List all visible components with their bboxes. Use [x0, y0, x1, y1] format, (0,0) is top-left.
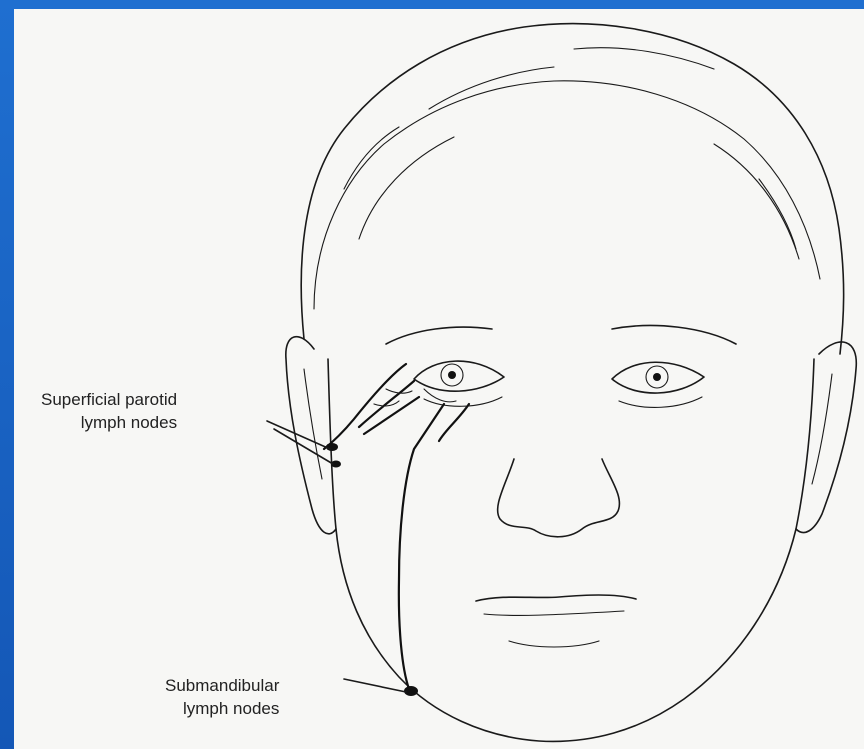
lymph-vessels	[324, 364, 469, 689]
nose	[498, 459, 620, 537]
ears	[286, 337, 856, 534]
mouth	[476, 595, 636, 647]
label-submandibular-line1: Submandibular	[165, 676, 279, 695]
eyebrows	[386, 325, 736, 344]
vessel-cheek-to-submandibular	[399, 404, 444, 689]
face-outline	[328, 359, 814, 741]
label-parotid-line1: Superficial parotid	[41, 390, 177, 409]
label-submandibular-lymph-nodes: Submandibular lymph nodes	[165, 674, 279, 720]
label-parotid-line2: lymph nodes	[41, 411, 177, 434]
left-eye	[414, 361, 504, 391]
lymph-nodes	[326, 443, 418, 696]
leader-parotid-1	[267, 421, 330, 449]
face-lymph-drainage-figure: Superficial parotid lymph nodes Submandi…	[14, 9, 864, 749]
hair	[301, 24, 843, 354]
submandibular-node	[404, 686, 418, 696]
eyes	[414, 361, 704, 407]
leader-submandibular	[344, 679, 406, 692]
face-drawing	[14, 9, 864, 749]
label-submandibular-line2: lymph nodes	[165, 697, 279, 720]
right-ear	[796, 342, 856, 533]
label-superficial-parotid-lymph-nodes: Superficial parotid lymph nodes	[41, 388, 177, 434]
parotid-node-1	[326, 443, 338, 451]
vessel-eyelid-to-parotid	[324, 364, 406, 449]
